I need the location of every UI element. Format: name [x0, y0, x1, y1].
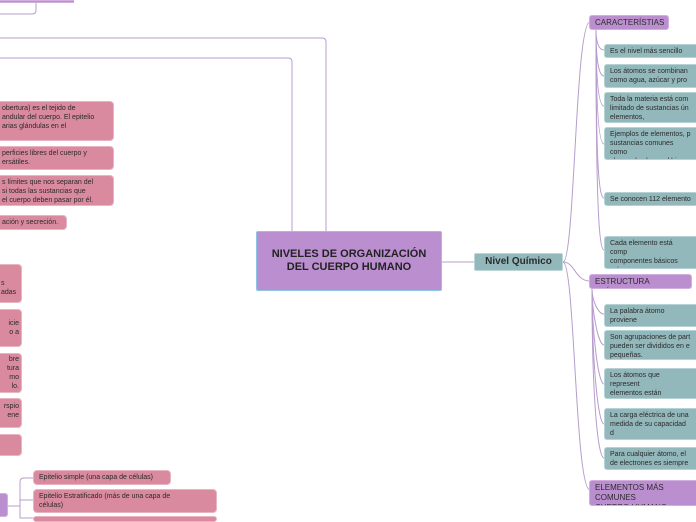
caracteristicas-node[interactable]: CARACTERÍSTIAS — [589, 15, 669, 30]
left-lower-item-3[interactable]: bre tura mo lo. — [0, 353, 22, 393]
left-lower-item-5[interactable] — [0, 434, 22, 456]
epitelio-estratificado-text: Epitelio Estratificado (más de una capa … — [39, 493, 171, 509]
elementos-comunes-node[interactable]: ELEMENTOS MÁS COMUNES CUERPO HUMANO — [589, 480, 696, 506]
caract-item-4-text: Ejemplos de elementos, p sustancias comu… — [610, 131, 691, 159]
caract-item-4[interactable]: Ejemplos de elementos, p sustancias comu… — [604, 127, 696, 160]
caract-item-1-text: Es el nivel más sencillo — [610, 48, 683, 55]
left-upper-item-2-text: perficies libres del cuerpo y ersátiles. — [2, 150, 87, 166]
epitelio-simple-text: Epitelio simple (una capa de células) — [39, 474, 154, 481]
estructura-item-1-text: La palabra átomo proviene con el signifi… — [610, 308, 665, 324]
left-lower-item-2-text: icie o a — [8, 320, 19, 336]
estructura-item-2-text: Son agrupaciones de part pueden ser divi… — [610, 334, 691, 359]
estructura-item-4[interactable]: La carga eléctrica de una medida de su c… — [604, 408, 696, 440]
epitelio-extra-node[interactable] — [33, 516, 217, 522]
left-upper-item-2[interactable]: perficies libres del cuerpo y ersátiles. — [0, 146, 114, 170]
caract-item-2-text: Los átomos se combinan como agua, azúcar… — [610, 68, 688, 84]
left-lower-item-4[interactable]: rspio ene — [0, 398, 22, 428]
left-upper-item-1[interactable]: obertura) es el tejido de andular del cu… — [0, 101, 114, 141]
top-left-node[interactable] — [0, 0, 74, 3]
caract-item-5-text: Se conocen 112 elemento — [610, 196, 691, 203]
left-upper-item-4-text: ación y secreción. — [2, 219, 59, 226]
estructura-item-3-text: Los átomos que represent elementos están… — [610, 372, 662, 397]
left-upper-item-3[interactable]: s límites que nos separan del si todas l… — [0, 175, 114, 206]
left-lower-item-1-text: s adas — [1, 280, 17, 296]
estructura-item-5[interactable]: Para cualquier átomo, el de electrones e… — [604, 447, 696, 470]
caract-item-6-text: Cada elemento está comp componentes bási… — [610, 240, 678, 268]
central-topic[interactable]: NIVELES DE ORGANIZACIÓN DEL CUERPO HUMAN… — [256, 231, 442, 291]
left-lower-item-1[interactable]: s adas — [0, 264, 22, 303]
epitelio-parent-node[interactable] — [0, 493, 8, 517]
left-lower-item-3-text: bre tura mo lo. — [6, 356, 19, 390]
elementos-comunes-label: ELEMENTOS MÁS COMUNES CUERPO HUMANO — [595, 483, 667, 505]
nivel-quimico-node[interactable]: Nivel Químico — [474, 253, 563, 271]
epitelio-estratificado-node[interactable]: Epitelio Estratificado (más de una capa … — [33, 489, 217, 513]
nivel-quimico-label: Nivel Químico — [485, 256, 552, 267]
epitelio-simple-node[interactable]: Epitelio simple (una capa de células) — [33, 470, 171, 485]
estructura-item-5-text: Para cualquier átomo, el de electrones e… — [610, 451, 689, 467]
left-upper-item-4[interactable]: ación y secreción. — [0, 215, 67, 230]
left-upper-item-3-text: s límites que nos separan del si todas l… — [2, 179, 94, 204]
caracteristicas-label: CARACTERÍSTIAS — [595, 18, 665, 27]
left-lower-item-4-text: rspio ene — [3, 403, 19, 419]
estructura-item-1[interactable]: La palabra átomo proviene con el signifi… — [604, 304, 696, 327]
estructura-item-4-text: La carga eléctrica de una medida de su c… — [610, 412, 689, 437]
estructura-item-3[interactable]: Los átomos que represent elementos están… — [604, 368, 696, 399]
estructura-atomica-node[interactable]: ESTRUCTURA ATÓMICA — [589, 274, 692, 289]
caract-item-5[interactable]: Se conocen 112 elemento — [604, 192, 696, 206]
estructura-item-2[interactable]: Son agrupaciones de part pueden ser divi… — [604, 330, 696, 360]
caract-item-3[interactable]: Toda la materia está com limitado de sus… — [604, 92, 696, 123]
left-upper-item-1-text: obertura) es el tejido de andular del cu… — [2, 105, 95, 130]
left-lower-item-2[interactable]: icie o a — [0, 309, 22, 347]
caract-item-2[interactable]: Los átomos se combinan como agua, azúcar… — [604, 64, 696, 88]
caract-item-1[interactable]: Es el nivel más sencillo — [604, 44, 696, 58]
central-topic-label: NIVELES DE ORGANIZACIÓN DEL CUERPO HUMAN… — [271, 248, 427, 273]
caract-item-3-text: Toda la materia está com limitado de sus… — [610, 96, 689, 121]
caract-item-6[interactable]: Cada elemento está comp componentes bási… — [604, 236, 696, 269]
estructura-atomica-label: ESTRUCTURA ATÓMICA — [595, 277, 650, 288]
